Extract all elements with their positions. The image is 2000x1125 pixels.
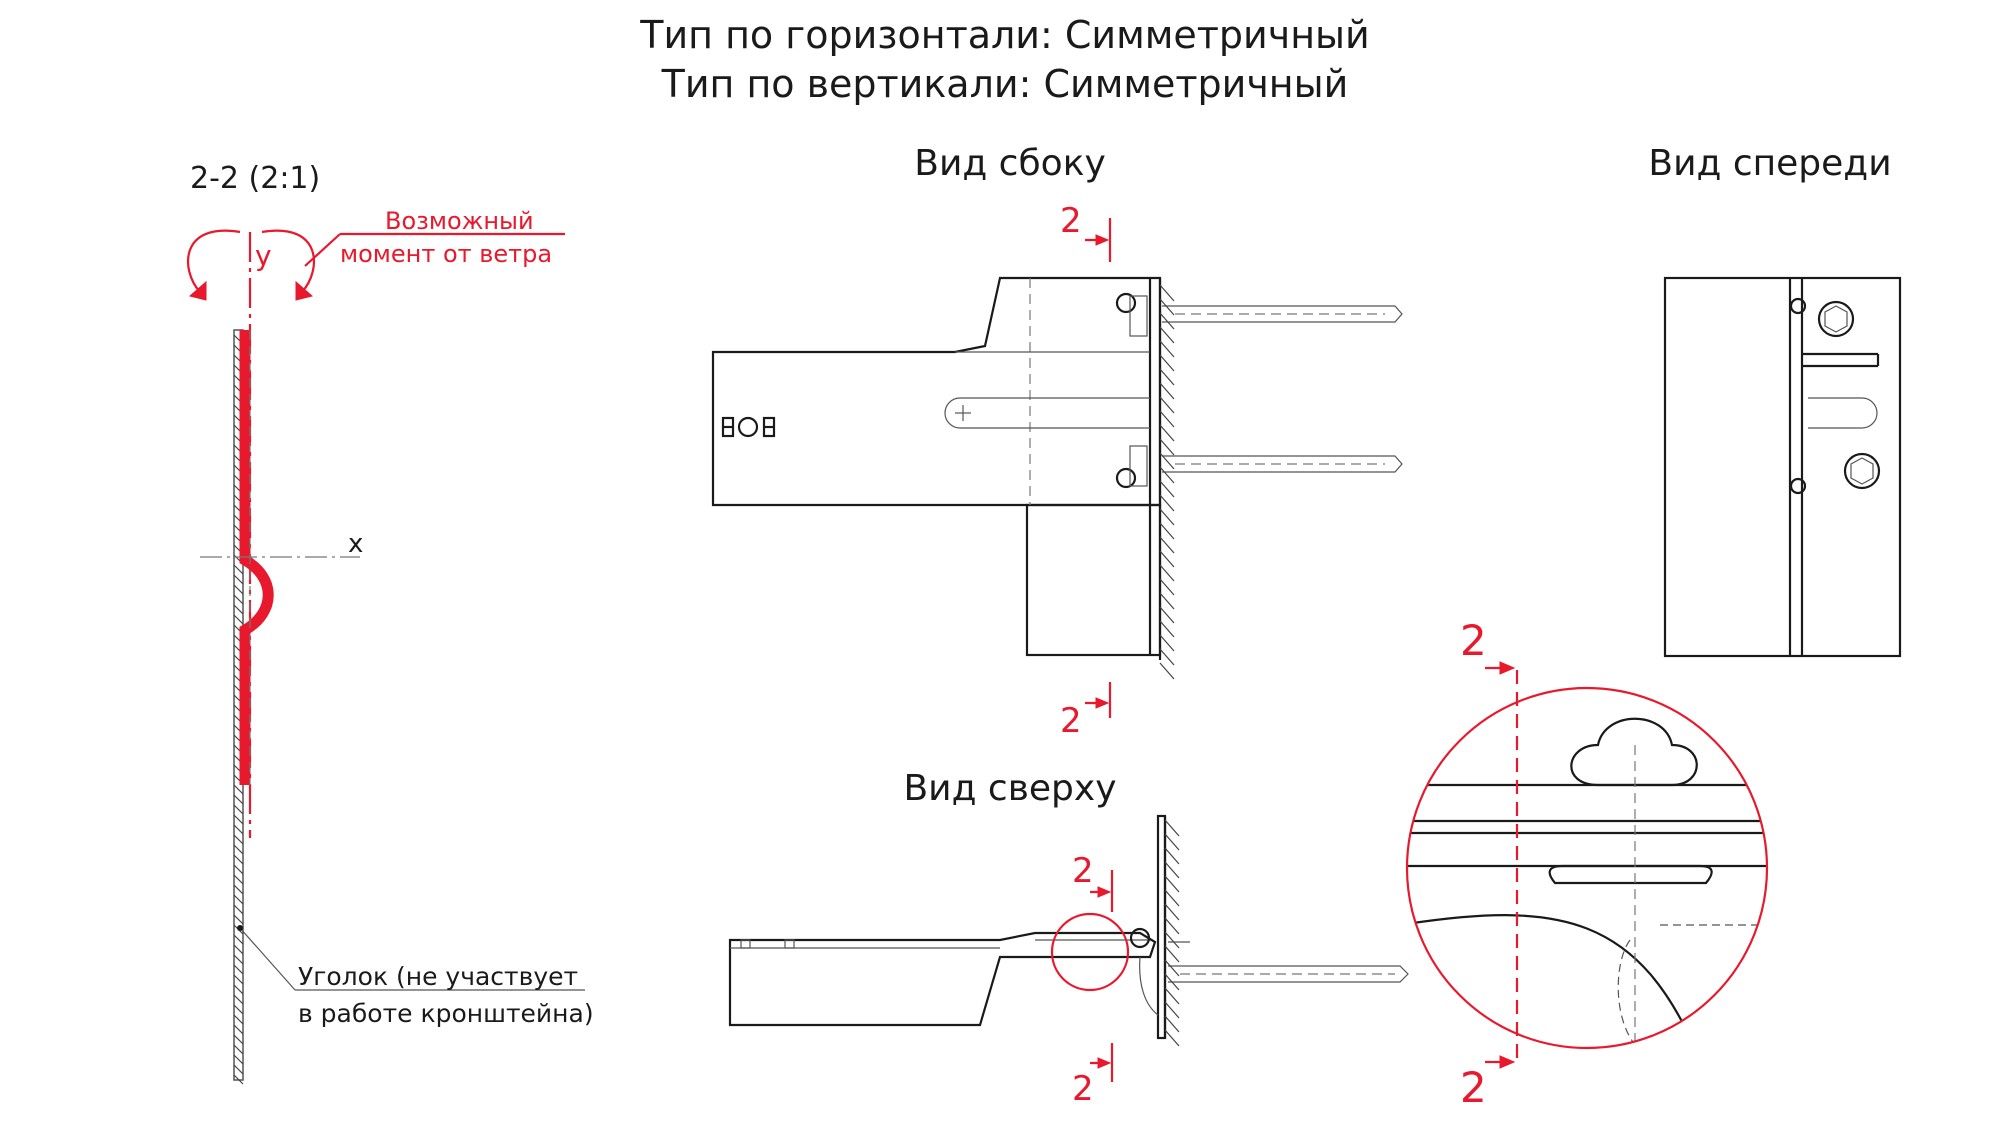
- moment-arrow-left: [187, 229, 241, 293]
- top-view-title: Вид сверху: [903, 768, 1116, 809]
- wind-note-line2: момент от ветра: [340, 240, 552, 268]
- side-view-title: Вид сбоку: [914, 143, 1106, 184]
- axis-x-label: x: [348, 529, 363, 559]
- front-view-title: Вид спереди: [1648, 143, 1891, 184]
- cut-mark-detail-lower-label: 2: [1460, 1063, 1487, 1112]
- front-view: [1663, 276, 1902, 658]
- angle-note-line2: в работе кронштейна): [298, 999, 594, 1028]
- detail-view: [1407, 717, 1767, 1048]
- bracket-profile: [239, 330, 274, 785]
- wall-hatching-top: [1164, 819, 1180, 1047]
- cut-mark-side-top-label: 2: [1060, 201, 1082, 241]
- horizontal-type-title: Тип по горизонтали: Симметричный: [639, 13, 1370, 57]
- vertical-type-title: Тип по вертикали: Симметричный: [661, 62, 1349, 106]
- detail-view-circle: [1405, 686, 1769, 1050]
- cut-mark-side-bottom-label: 2: [1060, 701, 1082, 741]
- top-view: [728, 814, 1409, 1040]
- wind-note-line1: Возможный: [385, 207, 534, 235]
- angle-note-leader: [239, 927, 296, 991]
- moment-arrow-right: [261, 229, 315, 293]
- wind-note-leader: [304, 233, 341, 267]
- axis-y-label: y: [255, 239, 272, 272]
- cut-mark-top-lower-label: 2: [1072, 1069, 1094, 1109]
- wall-hatching-side: [1159, 284, 1175, 680]
- angle-note-line1: Уголок (не участвует: [298, 962, 578, 991]
- side-view: [711, 276, 1403, 660]
- cut-mark-top-upper-label: 2: [1072, 851, 1094, 891]
- cut-mark-detail-upper-label: 2: [1460, 616, 1487, 665]
- detail-callout-circle: [1050, 912, 1130, 992]
- section-title: 2-2 (2:1): [190, 161, 320, 196]
